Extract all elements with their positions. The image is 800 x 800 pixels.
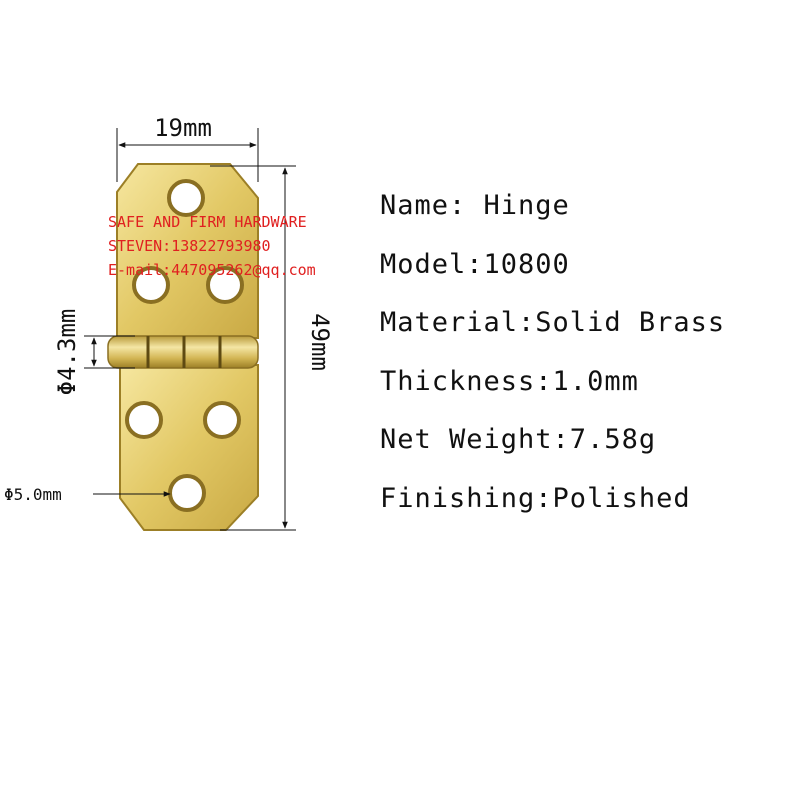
spec-model: Model:10800 xyxy=(380,248,570,280)
spec-thickness: Thickness:1.0mm xyxy=(380,365,639,397)
spec-material: Material:Solid Brass xyxy=(380,307,726,338)
hole-diameter-label: Φ5.0mm xyxy=(4,485,62,504)
height-dimension xyxy=(210,165,296,531)
hinge-photo xyxy=(107,163,259,531)
watermark: SAFE AND FIRM HARDWARE STEVEN:1382279398… xyxy=(108,213,316,279)
watermark-phone: STEVEN:13822793980 xyxy=(108,237,271,255)
spec-finishing: Finishing:Polished xyxy=(380,482,691,514)
spec-name: Name: Hinge xyxy=(380,190,570,221)
height-label: 49mm xyxy=(306,313,334,371)
watermark-company: SAFE AND FIRM HARDWARE xyxy=(108,213,307,231)
width-label: 19mm xyxy=(154,114,212,142)
pin-diameter-label: Φ4.3mm xyxy=(53,309,81,396)
watermark-email: E-mail:447095262@qq.com xyxy=(108,261,316,279)
width-dimension xyxy=(116,128,259,182)
hinge-holes xyxy=(125,179,244,512)
spec-list: Name: Hinge Model:10800 Material:Solid B… xyxy=(380,190,725,541)
spec-weight: Net Weight:7.58g xyxy=(380,424,657,455)
pin-diameter-dimension xyxy=(84,335,135,369)
